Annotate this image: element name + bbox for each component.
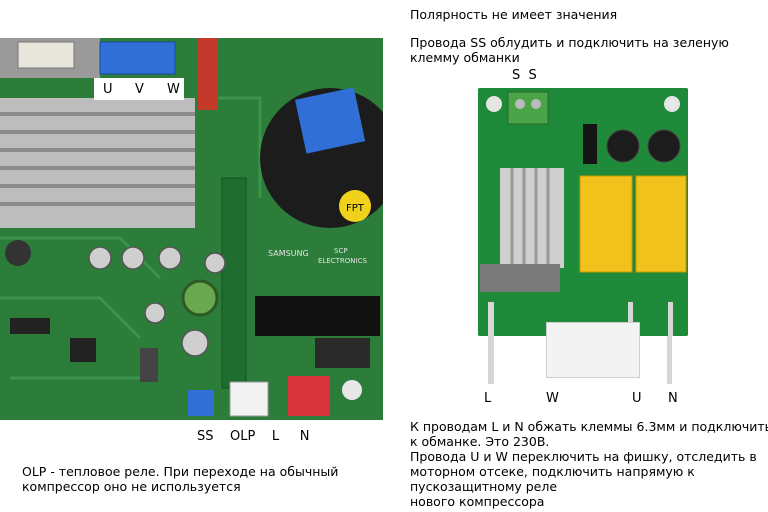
left-label-v: V xyxy=(135,82,144,97)
dummy-heatsink xyxy=(500,168,564,268)
wiring-note-line3: Провода U и W переключить на фишку, отсл… xyxy=(410,449,757,464)
right-label-ss: S S xyxy=(512,68,537,83)
wiring-note-line1: К проводам L и N обжать клеммы 6.3мм и п… xyxy=(410,419,768,434)
olp-note-line2: компрессор оно не используется xyxy=(22,479,241,494)
electronics-label: ELECTRONICS xyxy=(318,257,367,265)
white-plug xyxy=(546,322,640,378)
polarity-note: Полярность не имеет значения xyxy=(410,7,618,22)
left-bottom-labels: SS OLP L N xyxy=(197,429,310,444)
right-label-l: L xyxy=(484,391,492,406)
wiring-note-line6: нового компрессора xyxy=(410,494,545,509)
original-board-photo: FPT SAMSUNG SCP ELECTRONICS xyxy=(0,38,383,420)
left-label-u: U xyxy=(103,82,113,97)
grey-component xyxy=(480,264,560,292)
scp-label: SCP xyxy=(334,247,348,255)
dummy-board-photo xyxy=(478,88,688,336)
olp-note-line1: OLP - тепловое реле. При переходе на обы… xyxy=(22,464,339,479)
left-label-w: W xyxy=(167,82,180,97)
pin-l xyxy=(488,336,494,384)
dummy-board-drawing xyxy=(478,88,688,336)
right-label-w: W xyxy=(546,391,559,406)
samsung-label: SAMSUNG xyxy=(268,249,309,258)
ss-wire-note-line2: клемму обманки xyxy=(410,50,520,65)
wiring-note-line4: моторном отсеке, подключить напрямую к xyxy=(410,464,695,479)
ss-wire-note-line1: Провода SS облудить и подключить на зеле… xyxy=(410,35,729,50)
wiring-note-line2: к обманке. Это 230В. xyxy=(410,434,550,449)
fpt-label: FPT xyxy=(346,203,365,214)
olp-connector xyxy=(229,381,269,417)
ss-connector xyxy=(188,390,214,416)
right-label-u: U xyxy=(632,391,642,406)
wiring-note-line5: пускозащитному реле xyxy=(410,479,558,494)
right-label-n: N xyxy=(668,391,678,406)
ss-terminal xyxy=(507,91,549,125)
original-board-drawing: FPT SAMSUNG SCP ELECTRONICS xyxy=(0,38,383,420)
uvw-connector xyxy=(99,41,176,75)
uvw-label-box xyxy=(94,78,184,100)
pin-n xyxy=(667,336,672,384)
ln-connector xyxy=(288,376,330,416)
black-block xyxy=(255,296,380,336)
yellow-capacitor-1 xyxy=(579,175,633,273)
yellow-capacitor-2 xyxy=(635,175,687,273)
left-heatsink xyxy=(0,98,195,228)
